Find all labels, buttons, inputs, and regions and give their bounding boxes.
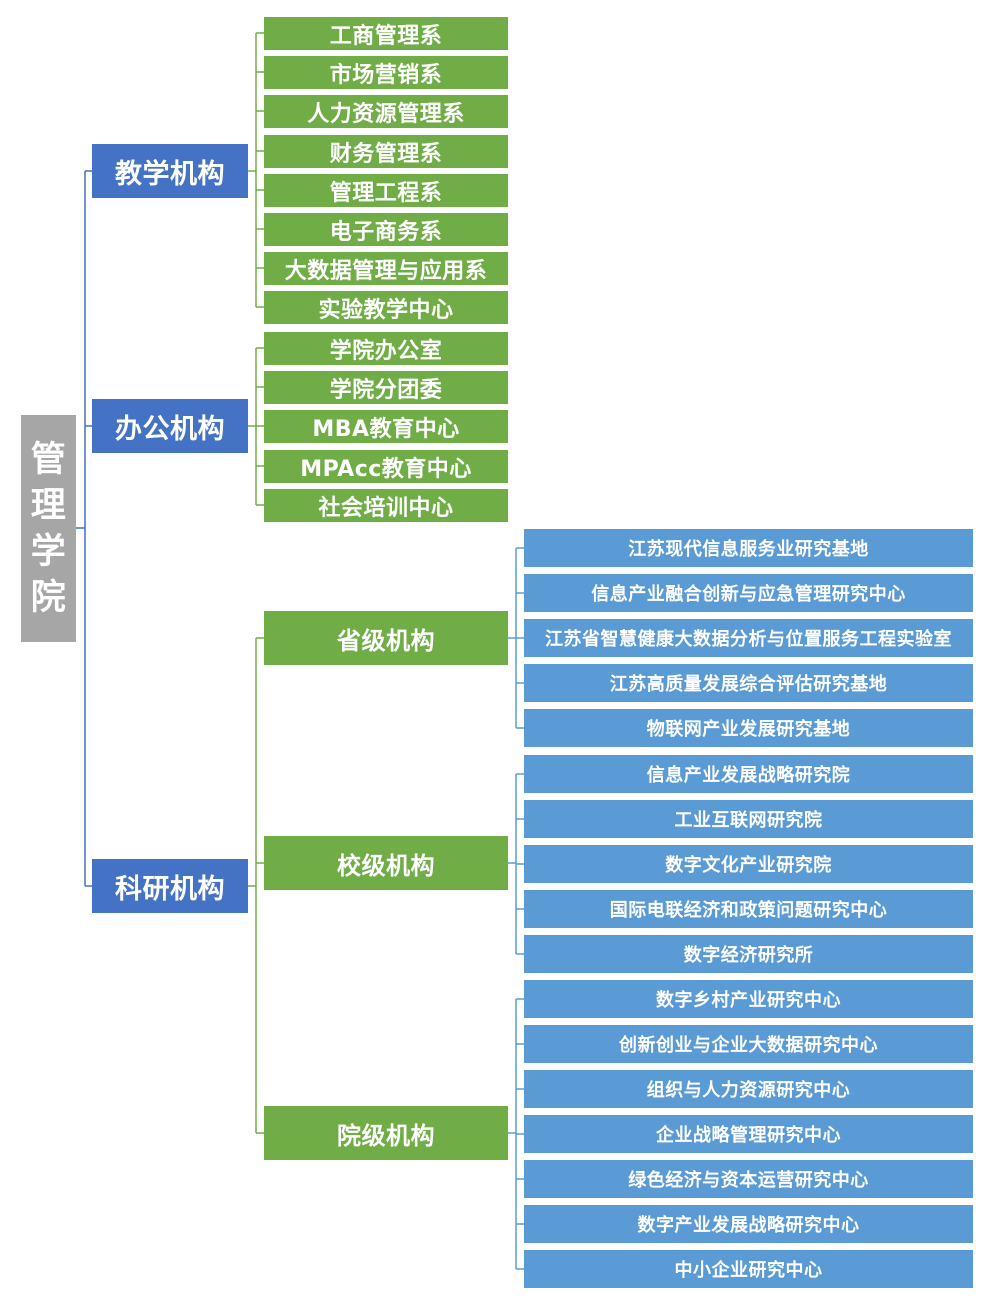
- teaching-item: 大数据管理与应用系: [264, 252, 508, 285]
- root-node: 管 理 学 院: [21, 415, 76, 642]
- root-char: 院: [30, 577, 67, 618]
- university-item: 信息产业发展战略研究院: [524, 755, 973, 793]
- connector-path: [248, 32, 264, 308]
- root-char: 理: [30, 485, 67, 526]
- connector-path: [508, 547, 524, 729]
- connector-path: [508, 998, 524, 1270]
- office-item: 学院分团委: [264, 371, 508, 404]
- college-item: 创新创业与企业大数据研究中心: [524, 1025, 973, 1063]
- research-node: 科研机构: [92, 859, 248, 913]
- college-item: 数字产业发展战略研究中心: [524, 1205, 973, 1243]
- college-item: 绿色经济与资本运营研究中心: [524, 1160, 973, 1198]
- office-item: MBA教育中心: [264, 410, 508, 443]
- provincial-item: 江苏现代信息服务业研究基地: [524, 529, 973, 567]
- university-item: 数字经济研究所: [524, 935, 973, 973]
- college-node: 院级机构: [264, 1106, 508, 1160]
- college-item: 中小企业研究中心: [524, 1250, 973, 1288]
- college-item: 企业战略管理研究中心: [524, 1115, 973, 1153]
- teaching-item: 电子商务系: [264, 213, 508, 246]
- connector-path: [508, 773, 524, 955]
- university-node: 校级机构: [264, 836, 508, 890]
- root-char: 学: [30, 531, 67, 572]
- provincial-node: 省级机构: [264, 611, 508, 665]
- root-char: 管: [30, 439, 67, 480]
- college-item: 数字乡村产业研究中心: [524, 980, 973, 1018]
- university-item: 国际电联经济和政策问题研究中心: [524, 890, 973, 928]
- teaching-node: 教学机构: [92, 144, 248, 198]
- teaching-item: 管理工程系: [264, 174, 508, 207]
- office-item: 社会培训中心: [264, 489, 508, 522]
- connector-path: [76, 170, 92, 887]
- provincial-item: 信息产业融合创新与应急管理研究中心: [524, 574, 973, 612]
- teaching-item: 市场营销系: [264, 56, 508, 89]
- office-item: 学院办公室: [264, 332, 508, 365]
- teaching-item: 实验教学中心: [264, 291, 508, 324]
- office-item: MPAcc教育中心: [264, 450, 508, 483]
- connector-path: [248, 637, 264, 1134]
- teaching-item: 财务管理系: [264, 135, 508, 168]
- provincial-item: 江苏高质量发展综合评估研究基地: [524, 664, 973, 702]
- college-item: 组织与人力资源研究中心: [524, 1070, 973, 1108]
- provincial-item: 江苏省智慧健康大数据分析与位置服务工程实验室: [524, 619, 973, 657]
- teaching-item: 工商管理系: [264, 17, 508, 50]
- provincial-item: 物联网产业发展研究基地: [524, 709, 973, 747]
- teaching-item: 人力资源管理系: [264, 95, 508, 128]
- connector-path: [248, 347, 264, 506]
- office-node: 办公机构: [92, 399, 248, 453]
- university-item: 数字文化产业研究院: [524, 845, 973, 883]
- university-item: 工业互联网研究院: [524, 800, 973, 838]
